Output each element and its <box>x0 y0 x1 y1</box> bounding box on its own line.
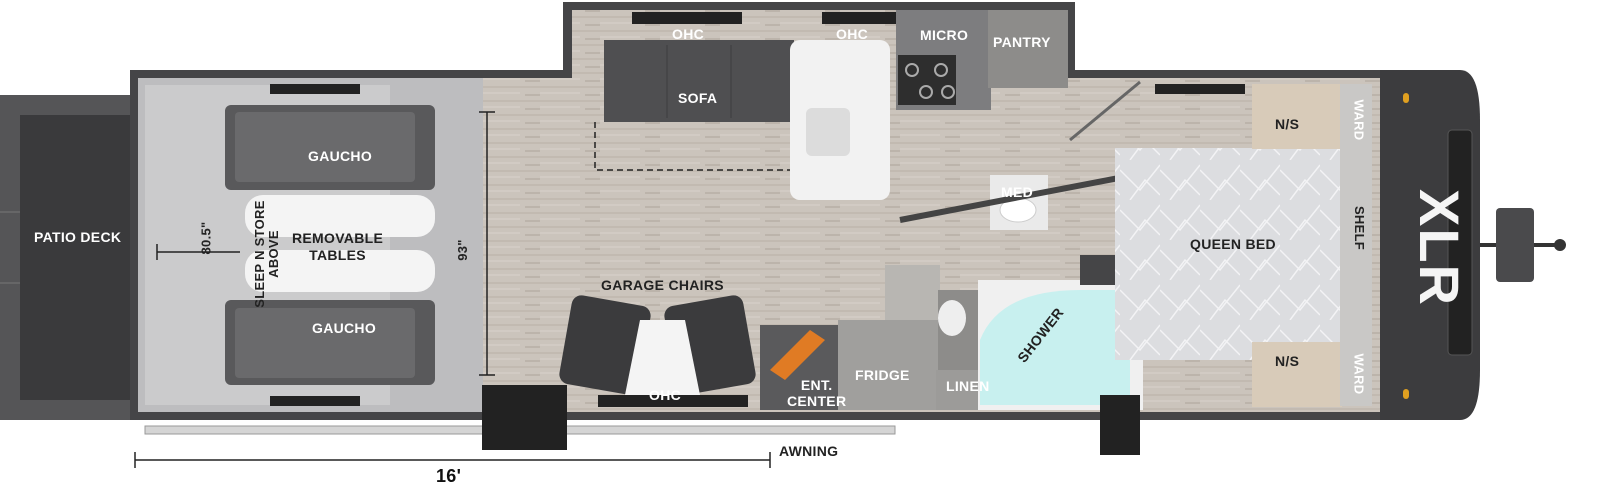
gaucho-top-label: GAUCHO <box>308 148 373 164</box>
gaucho-bottom-label: GAUCHO <box>312 320 377 336</box>
bedroom <box>1115 84 1372 407</box>
garage-width-label: 80.5" <box>190 222 223 255</box>
ohc-label-1: OHC <box>672 26 705 42</box>
front-cap <box>1380 70 1566 420</box>
ns-top-label: N/S <box>1275 116 1300 132</box>
length-label: 16' <box>436 466 462 486</box>
ns-bottom-label: N/S <box>1275 353 1300 369</box>
kitchen-bath-block <box>482 80 1151 455</box>
med-label: MED <box>1001 184 1034 200</box>
awning-label: AWNING <box>779 443 839 459</box>
garage-width-value: 80.5" <box>198 221 214 255</box>
sofa-slide <box>594 10 1068 200</box>
sofa-label: SOFA <box>678 90 718 106</box>
sleep-n-store-label: SLEEP N STORE ABOVE <box>252 200 281 308</box>
micro-label: MICRO <box>920 27 969 43</box>
garage-chairs <box>559 295 756 407</box>
patio-deck <box>0 95 135 420</box>
xlr-logo: XLR <box>1408 189 1471 307</box>
ward-top-label: WARD <box>1351 99 1367 141</box>
pantry-label: PANTRY <box>993 34 1051 50</box>
garage-chairs-label: GARAGE CHAIRS <box>601 277 724 293</box>
ohc-label-2: OHC <box>836 26 869 42</box>
shelf-label: SHELF <box>1352 205 1368 251</box>
fridge-label: FRIDGE <box>855 367 910 383</box>
ent-center-label: ENT. CENTER <box>787 377 847 409</box>
queen-bed-label: QUEEN BED <box>1190 236 1276 252</box>
patio-deck-label: PATIO DECK <box>34 229 122 245</box>
garage-area <box>138 78 483 412</box>
linen-label: LINEN <box>946 378 990 394</box>
garage-height-label: 93" <box>454 239 470 261</box>
removable-tables-label: REMOVABLE TABLES <box>292 230 384 263</box>
ward-bottom-label: WARD <box>1351 353 1367 395</box>
dimension-lines <box>134 111 771 468</box>
ohc-label-3: OHC <box>649 387 682 403</box>
